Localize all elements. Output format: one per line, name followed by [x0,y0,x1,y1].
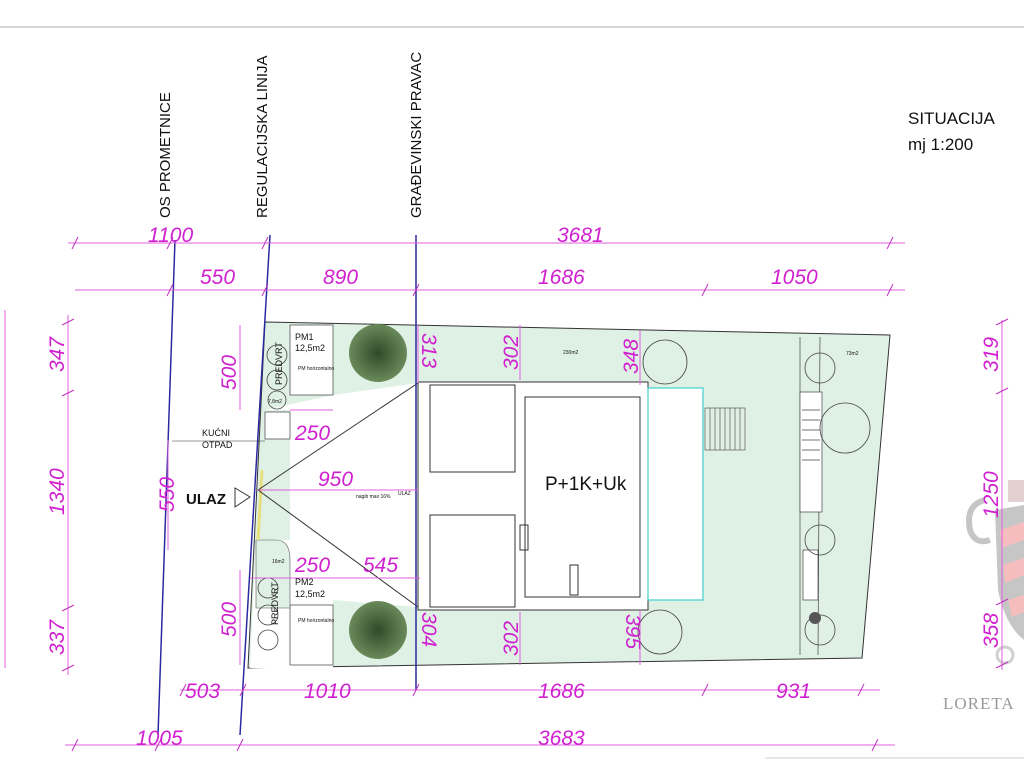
tree-outlines [257,339,871,655]
regulation-line [239,234,271,736]
area-front-top: 7,8m2 [268,399,282,405]
shrub-icon [809,612,821,624]
waste-label-2: OTPAD [202,440,233,450]
tree-icon [349,601,407,659]
dim-right-3: 358 [980,613,1003,648]
dim-top-seg-2: 890 [323,266,358,289]
dim-bottom-seg-4: 931 [776,680,811,703]
dim-side-bottom-b: 395 [621,614,644,649]
dim-bottom-seg-3: 1686 [538,680,585,703]
building-line-label: GRAĐEVINSKI PRAVAC [408,52,425,218]
dim-bottom-total-1: 1005 [136,727,183,750]
parking-pm1 [289,324,334,396]
dim-pm1-height: 500 [218,355,241,390]
dim-bottom-seg-1: 503 [185,680,220,703]
building [417,381,746,611]
dim-top-seg-4: 1050 [771,266,818,289]
dim-top-total-2: 3681 [557,224,604,247]
dim-left-1: 347 [46,336,69,372]
dim-left-2: 1340 [46,468,69,515]
pm2-name: PM2 [295,577,314,587]
dim-front-top: 313 [417,333,440,368]
driveway [250,383,418,670]
pm2-note: PM horizontalno [298,618,334,624]
dim-pm2-width: 250 [294,554,330,577]
dim-bottom-seg-2: 1010 [304,680,351,703]
dim-driveway: 950 [318,468,353,491]
gate [256,469,264,541]
parking-pm2 [289,604,334,666]
sight-line-bottom [257,489,419,608]
dim-side-top-b: 348 [620,339,643,374]
sight-line-top [257,382,419,491]
dim-front-bottom: 304 [417,612,440,647]
pm1-area: 12,5m2 [295,343,325,353]
pm1-name: PM1 [295,332,314,342]
back-strip [799,336,823,656]
entry-arrow-icon [234,487,251,508]
pm1-note: PM horizontalno [298,366,334,372]
dim-right-1: 319 [980,337,1003,372]
road-axis-line [157,239,176,736]
road-axis-label: OS PROMETNICE [157,92,174,218]
dim-entry-offset: 550 [156,477,179,512]
dim-diag: 545 [363,554,398,577]
dimension-lines [4,236,1009,752]
front-garden-label-bottom: PREDVRT [270,582,280,625]
building-label: P+1K+Uk [545,474,627,495]
dim-top-seg-1: 550 [200,266,235,289]
area-garden: 230m2 [563,350,579,356]
ramp-note: nagib max 16% [356,494,391,500]
watermark-text: LORETA [943,694,1015,713]
drawing-title: SITUACIJA [908,109,996,128]
front-garden-label-top: PREDVRT [274,342,284,385]
entry-label: ULAZ [186,491,226,508]
dim-top-total-1: 1100 [148,224,193,247]
front-garden-bottom [255,539,291,609]
dim-side-bottom-a: 302 [500,621,523,656]
area-front-bottom: 16m2 [272,559,285,565]
dim-pm1-width: 250 [294,422,330,445]
dim-left-3: 337 [46,619,69,655]
dim-right-2: 1250 [980,471,1003,518]
drawing-scale: mj 1:200 [908,135,973,154]
regulation-line-label: REGULACIJSKA LINIJA [254,55,271,218]
pm2-area: 12,5m2 [295,589,325,599]
dim-pm2-height: 500 [218,602,241,637]
ulaz-small: ULAZ [398,491,411,497]
dim-bottom-total-2: 3683 [538,727,585,750]
waste-bins [264,411,291,440]
dim-side-top-a: 302 [500,335,523,370]
tree-icon [349,324,407,382]
dim-top-seg-3: 1686 [538,266,585,289]
waste-label-1: KUĆNI [202,428,230,438]
area-back: 73m2 [846,351,859,357]
